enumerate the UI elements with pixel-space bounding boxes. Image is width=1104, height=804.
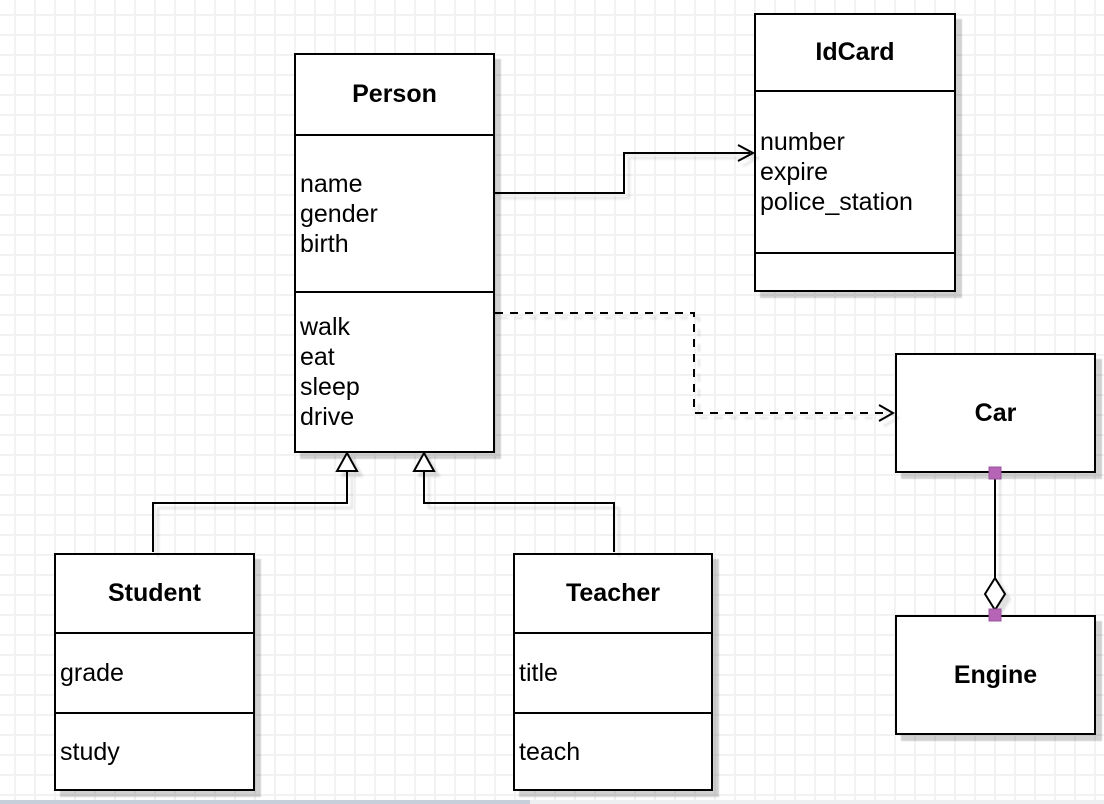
class-student-title: Student (56, 555, 253, 634)
method-row: sleep (300, 373, 360, 401)
horizontal-scrollbar-thumb[interactable] (0, 800, 530, 804)
method-row: eat (300, 343, 335, 371)
class-car-title: Car (974, 398, 1017, 427)
edge-aggregation-car-engine[interactable] (983, 473, 1007, 612)
attribute-row: police_station (760, 188, 913, 216)
class-person-attributes: name gender birth (296, 136, 493, 293)
method-row: study (60, 737, 120, 766)
method-row: drive (300, 403, 355, 431)
class-idcard-attributes: number expire police_station (756, 92, 954, 254)
class-student-methods: study (56, 714, 253, 789)
class-student-attributes: grade (56, 634, 253, 714)
edge-association-person-idcard[interactable] (495, 144, 756, 194)
class-car[interactable]: Car (895, 353, 1096, 473)
edge-generalization-student-person[interactable] (152, 450, 359, 552)
attribute-row: title (519, 659, 558, 687)
edge-dependency-person-car[interactable] (495, 312, 896, 422)
class-engine[interactable]: Engine (895, 615, 1096, 735)
class-idcard-methods (756, 254, 954, 290)
edge-generalization-teacher-person[interactable] (412, 450, 615, 552)
class-engine-title: Engine (953, 660, 1038, 689)
class-person-title: Person (296, 55, 493, 136)
method-row: teach (519, 737, 581, 766)
method-row: walk (300, 313, 351, 341)
class-teacher[interactable]: Teacher title teach (513, 553, 713, 791)
class-student[interactable]: Student grade study (54, 553, 255, 791)
class-teacher-title: Teacher (515, 555, 711, 634)
attribute-row: gender (300, 199, 378, 228)
class-idcard-title: IdCard (756, 15, 954, 92)
class-person-methods: walk eat sleep drive (296, 293, 493, 451)
attribute-row: expire (760, 158, 829, 186)
class-person[interactable]: Person name gender birth walk eat sleep … (294, 53, 495, 453)
attribute-row: name (300, 169, 363, 198)
horizontal-scrollbar-track[interactable] (0, 800, 1104, 804)
connection-point-markers (988, 466, 1002, 622)
attribute-row: grade (60, 659, 124, 687)
attribute-row: birth (300, 229, 349, 258)
class-teacher-methods: teach (515, 714, 711, 789)
attribute-row: number (760, 128, 845, 156)
class-teacher-attributes: title (515, 634, 711, 714)
class-idcard[interactable]: IdCard number expire police_station (754, 13, 956, 292)
